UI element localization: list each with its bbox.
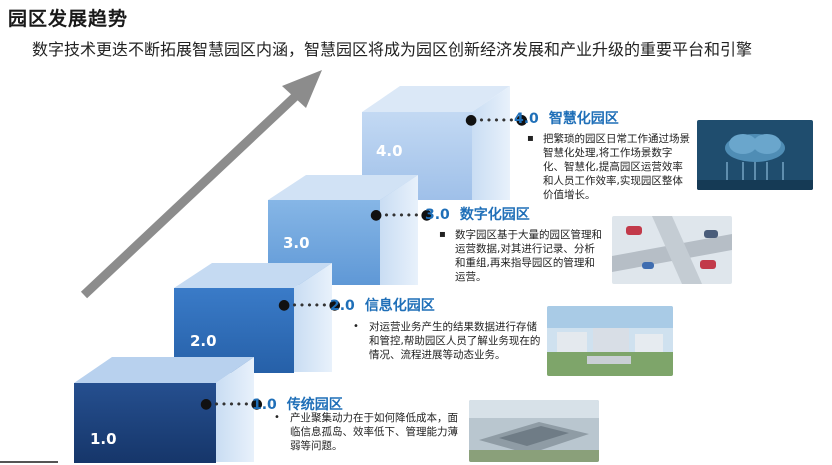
step-1-number: 1.0 <box>90 430 117 448</box>
level-2-photo <box>547 306 673 376</box>
level-2-number: 2.0 <box>330 298 355 314</box>
page-subtitle: 数字技术更迭不断拓展智慧园区内涵，智慧园区将成为园区创新经济发展和产业升级的重要… <box>32 40 753 59</box>
dot-connector-icon: ●•••••● <box>370 207 434 223</box>
level-3-description: ▪ 数字园区基于大量的园区管理和运营数据,对其进行记录、分析和重组,再来指导园区… <box>439 228 605 284</box>
page-title: 园区发展趋势 <box>8 8 129 30</box>
level-1-description: • 产业聚集动力在于如何降低成本，面临信息孤岛、效率低下、管理能力薄弱等问题。 <box>274 411 462 453</box>
level-2-heading: 2.0 信息化园区 <box>330 295 435 315</box>
level-4-description-text: 把繁琐的园区日常工作通过场景智慧化处理,将工作场景数字化、智慧化,提高园区运营效… <box>543 133 690 201</box>
step-2-number: 2.0 <box>190 332 217 350</box>
level-1-description-text: 产业聚集动力在于如何降低成本，面临信息孤岛、效率低下、管理能力薄弱等问题。 <box>290 412 458 452</box>
level-4-heading: 4.0 智慧化园区 <box>514 108 619 128</box>
dot-connector-icon: ●•••••● <box>278 297 342 313</box>
level-4-photo <box>697 120 813 190</box>
level-4-number: 4.0 <box>514 111 539 127</box>
level-3-photo <box>612 216 732 284</box>
level-4-name: 智慧化园区 <box>548 111 619 127</box>
level-1-photo <box>469 400 599 462</box>
level-4-description: ▪ 把繁琐的园区日常工作通过场景智慧化处理,将工作场景数字化、智慧化,提高园区运… <box>527 132 691 202</box>
dot-connector-icon: ●•••••● <box>465 112 529 128</box>
level-3-number: 3.0 <box>425 207 450 223</box>
bullet-icon: ▪ <box>439 229 446 240</box>
bullet-icon: ▪ <box>527 133 534 144</box>
level-1-heading: 1.0 传统园区 <box>252 394 343 414</box>
level-3-name: 数字化园区 <box>459 207 530 223</box>
level-1-name: 传统园区 <box>286 397 343 413</box>
bullet-icon: • <box>274 412 280 423</box>
dot-connector-icon: ●•••••● <box>200 396 264 412</box>
level-2-description-text: 对运营业务产生的结果数据进行存储和管控,帮助园区人员了解业务现在的情况、流程进展… <box>369 321 541 361</box>
level-3-description-text: 数字园区基于大量的园区管理和运营数据,对其进行记录、分析和重组,再来指导园区的管… <box>455 229 602 283</box>
level-3-heading: 3.0 数字化园区 <box>425 204 530 224</box>
step-3-number: 3.0 <box>283 234 310 252</box>
arrow-up-right-icon <box>80 70 322 299</box>
step-4-number: 4.0 <box>376 142 403 160</box>
level-2-name: 信息化园区 <box>364 298 435 314</box>
bullet-icon: • <box>353 321 359 332</box>
level-1-number: 1.0 <box>252 397 277 413</box>
step-2 <box>174 263 332 373</box>
step-1 <box>74 357 254 463</box>
level-2-description: • 对运营业务产生的结果数据进行存储和管控,帮助园区人员了解业务现在的情况、流程… <box>353 320 541 362</box>
